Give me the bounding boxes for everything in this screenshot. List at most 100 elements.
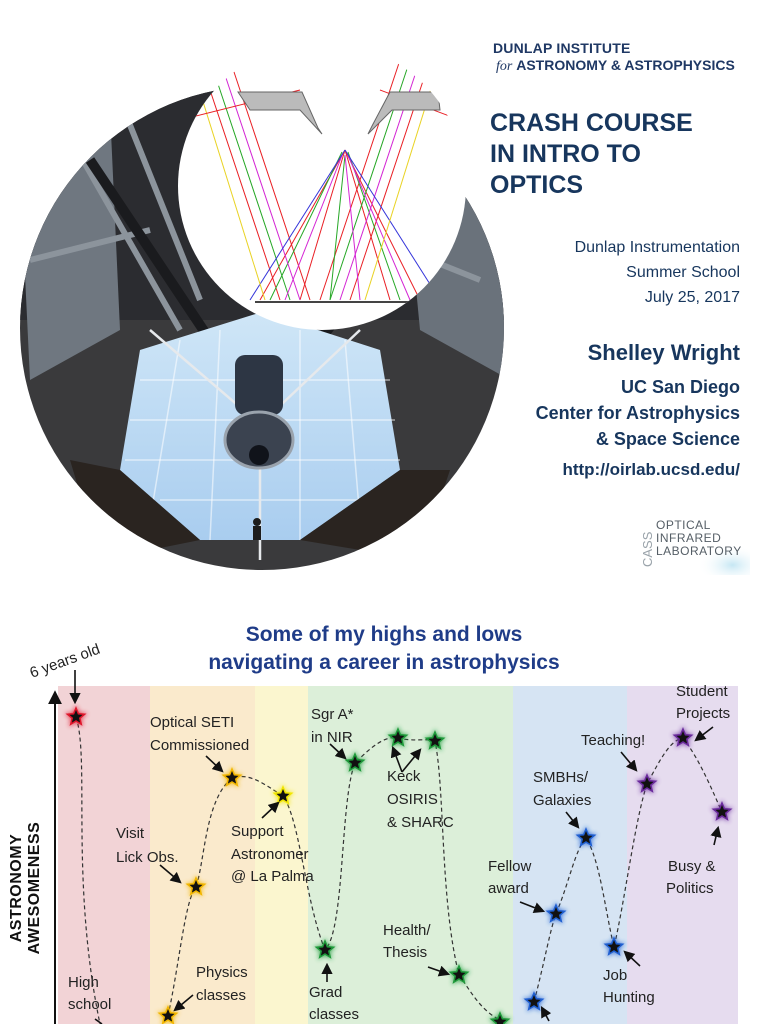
oir-lab-text: OPTICAL INFRARED LABORATORY: [656, 519, 742, 558]
star-glow: [386, 726, 410, 748]
label-support-2: Astronomer: [231, 846, 309, 863]
label-student-2: Projects: [676, 705, 730, 722]
era-band: [627, 686, 738, 1024]
career-star-blue: [575, 827, 597, 847]
label-smbh-1: SMBHs/: [533, 769, 589, 786]
label-fellow-2: award: [488, 880, 529, 897]
career-star-purple: [672, 727, 694, 747]
star-glow: [184, 875, 208, 897]
slide-title-line3: OPTICS: [490, 171, 584, 199]
affiliation-line1: UC San Diego: [620, 377, 740, 397]
career-star-green: [314, 939, 336, 959]
label-smbh-2: Galaxies: [533, 792, 591, 809]
label-teaching: Teaching!: [581, 732, 645, 749]
star-glow: [671, 726, 695, 748]
career-star-yellow: [272, 785, 294, 805]
annotation-labels: 6 years old High school Visit Lick Obs. …: [28, 641, 731, 1023]
star-glow: [574, 826, 598, 848]
career-star-green: [387, 727, 409, 747]
career-star-gold: [221, 767, 243, 787]
star-glow: [271, 784, 295, 806]
event-line1: Dunlap Instrumentation: [574, 239, 740, 256]
label-sgr-1: Sgr A*: [311, 706, 354, 723]
label-student-1: Student: [676, 683, 729, 700]
label-fellow-1: Fellow: [488, 858, 532, 875]
chart-title-line1: Some of my highs and lows: [245, 623, 523, 646]
lab-url-link[interactable]: http://oirlab.ucsd.edu/: [562, 460, 740, 479]
career-star-gold: [185, 876, 207, 896]
label-high-school-1: High: [68, 974, 99, 991]
era-band: [513, 686, 627, 1024]
label-grad-2: classes: [309, 1006, 359, 1023]
label-health-1: Health/: [383, 922, 431, 939]
label-busy-2: Politics: [666, 880, 714, 897]
oir-lab-line1: OPTICAL: [656, 518, 711, 532]
star-glow: [488, 1010, 512, 1024]
label-health-2: Thesis: [383, 944, 427, 961]
label-job-2: Hunting: [603, 989, 655, 1006]
label-seti-2: Commissioned: [150, 737, 249, 754]
label-seti-1: Optical SETI: [150, 714, 234, 731]
chart-title: Some of my highs and lows navigating a c…: [0, 621, 768, 677]
star-glow: [343, 751, 367, 773]
label-high-school-2: school: [68, 996, 111, 1013]
career-stars: [64, 705, 734, 1024]
slide-title: CRASH COURSE IN INTRO TO OPTICS: [490, 108, 750, 201]
label-physics-2: classes: [196, 987, 246, 1004]
star-glow: [544, 902, 568, 924]
star-glow: [313, 938, 337, 960]
star-glow: [602, 935, 626, 957]
career-star-green: [448, 964, 470, 984]
star-glow: [447, 963, 471, 985]
career-path: [75, 716, 723, 1024]
annotation-arrows: [69, 670, 722, 1024]
oir-lab-line3: LABORATORY: [656, 544, 742, 558]
label-visit-2: Lick Obs.: [116, 849, 179, 866]
label-sgr-2: in NIR: [311, 729, 353, 746]
career-star-blue: [603, 936, 625, 956]
slide-title-line1: CRASH COURSE: [490, 109, 693, 137]
speaker-affiliation: UC San Diego Center for Astrophysics & S…: [536, 374, 740, 452]
label-visit-1: Visit: [116, 825, 145, 842]
y-axis-label: ASTRONOMY AWESOMENESS: [8, 821, 43, 955]
star-glow: [710, 800, 734, 822]
label-keck-3: & SHARC: [387, 814, 454, 831]
affiliation-line3: & Space Science: [595, 429, 740, 449]
star-glow: [635, 772, 659, 794]
slide-title-line2: IN INTRO TO: [490, 140, 641, 168]
star-glow: [220, 766, 244, 788]
event-line2: Summer School: [626, 264, 740, 281]
career-star-blue: [545, 903, 567, 923]
label-job-1: Job: [603, 967, 627, 984]
oir-lab-logo: CASS: [640, 531, 750, 575]
event-date: July 25, 2017: [644, 289, 740, 306]
career-star-red: [65, 706, 87, 726]
telescope-image: [20, 59, 504, 570]
label-keck-2: OSIRIS: [387, 791, 438, 808]
oir-lab-line2: INFRARED: [656, 531, 722, 545]
career-star-green: [344, 752, 366, 772]
dunlap-logo-line2: for ASTRONOMY & ASTROPHYSICS: [496, 57, 735, 75]
dunlap-logo-for: for: [496, 59, 513, 74]
label-grad-1: Grad: [309, 984, 342, 1001]
era-band: [255, 686, 308, 1024]
star-glow: [522, 990, 546, 1012]
label-support-1: Support: [231, 823, 284, 840]
dunlap-logo-subtitle: ASTRONOMY & ASTROPHYSICS: [516, 57, 735, 73]
era-bands: [58, 686, 738, 1024]
career-star-gold: [157, 1005, 179, 1024]
career-star-purple: [636, 773, 658, 793]
label-support-3: @ La Palma: [231, 868, 314, 885]
star-glow: [64, 705, 88, 727]
era-band: [308, 686, 513, 1024]
star-glow: [423, 729, 447, 751]
era-band: [150, 686, 255, 1024]
event-info: Dunlap Instrumentation Summer School Jul…: [575, 235, 740, 310]
label-busy-1: Busy &: [668, 858, 716, 875]
cass-mark: CASS: [640, 531, 655, 567]
affiliation-line2: Center for Astrophysics: [535, 403, 740, 423]
label-keck-1: Keck: [387, 768, 421, 785]
dunlap-logo-line1: DUNLAP INSTITUTE: [493, 40, 631, 56]
career-star-green: [489, 1011, 511, 1024]
person-figure: [253, 518, 261, 540]
